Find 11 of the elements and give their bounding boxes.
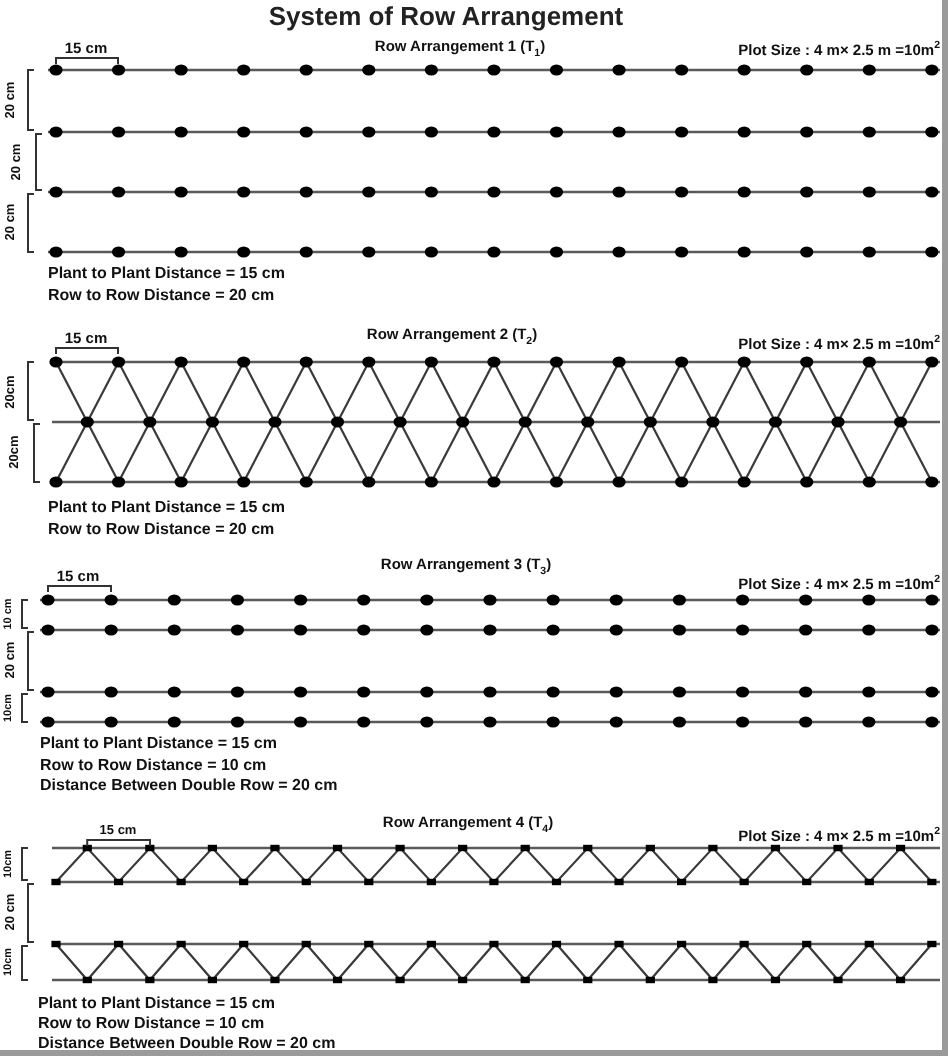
spacing-note: Distance Between Double Row = 20 cm [38, 1036, 336, 1052]
spacing-note: Plant to Plant Distance = 15 cm [38, 996, 275, 1012]
diagram-title: System of Row Arrangement [268, 3, 624, 29]
spacing-note: Plant to Plant Distance = 15 cm [48, 500, 285, 516]
spacing-note: Row to Row Distance = 10 cm [40, 757, 267, 773]
spacing-note: Row to Row Distance = 10 cm [38, 1016, 265, 1032]
spacing-note: Distance Between Double Row = 20 cm [40, 778, 338, 794]
spacing-note: Plant to Plant Distance = 15 cm [48, 266, 285, 282]
spacing-note: Row to Row Distance = 20 cm [48, 287, 275, 303]
spacing-note: Plant to Plant Distance = 15 cm [40, 736, 277, 752]
spacing-note: Row to Row Distance = 20 cm [48, 521, 275, 537]
